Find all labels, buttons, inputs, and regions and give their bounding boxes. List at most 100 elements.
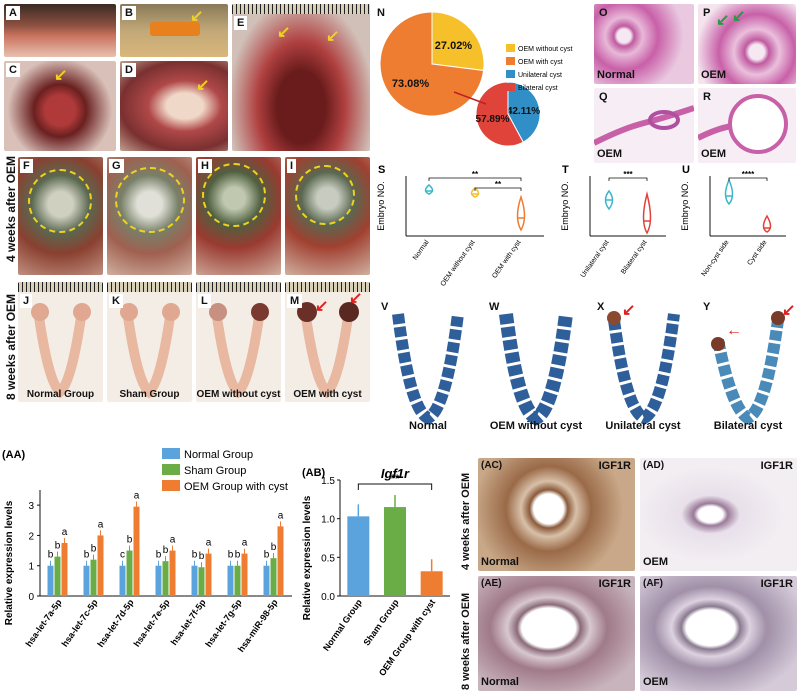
- pie-value-label: 73.08%: [392, 78, 430, 90]
- panel-label: T: [562, 164, 569, 176]
- y-tick-label: 1.5: [321, 476, 335, 487]
- panel-label: J: [20, 294, 33, 308]
- pie-value-label: 57.89%: [476, 114, 510, 125]
- y-axis-label: Embryo NO.: [560, 181, 570, 231]
- bar: [277, 526, 284, 596]
- bar: [90, 559, 97, 596]
- photo-caption: Normal: [409, 420, 447, 432]
- bar: [133, 506, 140, 596]
- panel-label: R: [703, 91, 711, 103]
- panel-label: N: [374, 6, 388, 20]
- panel-label: K: [109, 294, 123, 308]
- violin-shape: [604, 189, 614, 211]
- panel-label: (AD): [643, 460, 665, 471]
- significance-letter: b: [264, 550, 270, 561]
- arrow-icon: ↙: [277, 24, 291, 41]
- legend-label: OEM Group with cyst: [184, 481, 288, 493]
- bar: [347, 516, 370, 596]
- arrow-icon: ↙: [315, 298, 329, 315]
- histology-label: OEM: [701, 148, 727, 160]
- y-tick-label: 0: [28, 592, 34, 603]
- panel-label: (AE): [481, 578, 502, 589]
- violin-shape: [642, 191, 652, 235]
- photo-panel-c: C ↙: [4, 61, 116, 151]
- bar: [205, 553, 212, 596]
- x-tick-label: Unilateral cyst: [580, 239, 611, 279]
- significance-bracket: [728, 177, 768, 181]
- photo-panel-h: H: [196, 157, 281, 275]
- histology-panel-q: Q OEM: [594, 88, 694, 163]
- photo-panel-m: M ↙ ↙ OEM with cyst: [285, 282, 370, 402]
- significance-letter: b: [127, 535, 133, 546]
- legend-swatch: [506, 70, 515, 78]
- stain-panel-x: X ↙ Unilateral cyst: [592, 300, 694, 438]
- significance-letter: b: [199, 551, 205, 562]
- arrow-icon: ↙: [716, 12, 730, 29]
- side-label-ihc-4w: 4 weeks after OEM: [460, 472, 472, 570]
- y-tick-label: 0.0: [321, 592, 335, 603]
- bar: [83, 565, 90, 596]
- stain-panel-v: V Normal: [376, 300, 480, 438]
- pie-value-label: 27.02%: [435, 40, 473, 52]
- panel-label: S: [378, 164, 385, 176]
- panel-label: U: [682, 164, 690, 176]
- y-axis-label: Embryo NO.: [680, 181, 690, 231]
- significance-letter: a: [134, 491, 140, 502]
- legend-label: Sham Group: [184, 465, 246, 477]
- photo-panel-g: G: [107, 157, 192, 275]
- bar: [97, 535, 104, 596]
- significance-letter: a: [278, 510, 284, 521]
- photo-caption: Unilateral cyst: [605, 420, 681, 432]
- panel-label: (AA): [2, 449, 26, 461]
- y-axis-label: Relative expression levels: [302, 495, 313, 620]
- violin-shape: [424, 184, 434, 195]
- x-tick-label: Normal Group: [321, 597, 364, 653]
- chart-title: Igf1r: [381, 466, 410, 481]
- arrow-icon: ↙: [196, 77, 210, 94]
- x-tick-label: hsa-miR-98-5p: [236, 597, 280, 654]
- photo-caption: Normal Group: [26, 389, 95, 400]
- significance-letter: b: [163, 545, 169, 556]
- legend-label: Unilateral cyst: [518, 72, 562, 79]
- arrow-icon: ↙: [622, 302, 636, 319]
- panel-label: E: [234, 16, 248, 30]
- legend-swatch: [162, 480, 180, 491]
- photo-panel-j: J Normal Group: [18, 282, 103, 402]
- panel-label: D: [122, 63, 136, 77]
- x-tick-label: Bilateral cyst: [620, 239, 649, 276]
- photo-panel-a: A: [4, 4, 116, 57]
- y-tick-label: 1: [28, 562, 34, 573]
- y-tick-label: 0.5: [321, 553, 335, 564]
- bar: [54, 556, 61, 596]
- pie-slice: [431, 11, 485, 72]
- legend-swatch: [162, 464, 180, 475]
- significance-letter: c: [120, 550, 125, 561]
- panel-label: I: [287, 159, 297, 173]
- x-tick-label: OEM with cyst: [491, 239, 522, 280]
- photo-panel-i: I: [285, 157, 370, 275]
- bar: [119, 565, 126, 596]
- panel-label: A: [6, 6, 20, 20]
- x-tick-label: hsa-let-7g-5p: [203, 597, 244, 649]
- arrow-icon: ↙: [782, 302, 796, 319]
- photo-caption: OEM with cyst: [293, 389, 362, 400]
- panel-label: (AC): [481, 460, 503, 471]
- violin-shape: [762, 214, 772, 233]
- panel-label: L: [198, 294, 211, 308]
- bar: [61, 543, 68, 596]
- significance-letter: b: [192, 550, 198, 561]
- significance-letter: b: [271, 542, 277, 553]
- histology-label: OEM: [643, 556, 669, 568]
- bar: [420, 571, 443, 596]
- panel-label: Y: [700, 300, 714, 314]
- significance-letter: b: [91, 544, 97, 555]
- panel-label: O: [599, 7, 608, 19]
- x-tick-label: OEM without cyst: [440, 239, 477, 288]
- x-tick-label: hsa-let-7f-5p: [169, 597, 208, 647]
- histology-label: Normal: [481, 556, 519, 568]
- arrow-icon: ←: [726, 322, 742, 339]
- violin-shape: [516, 194, 526, 232]
- legend-swatch: [506, 57, 515, 65]
- x-tick-label: hsa-let-7d-5p: [95, 597, 136, 649]
